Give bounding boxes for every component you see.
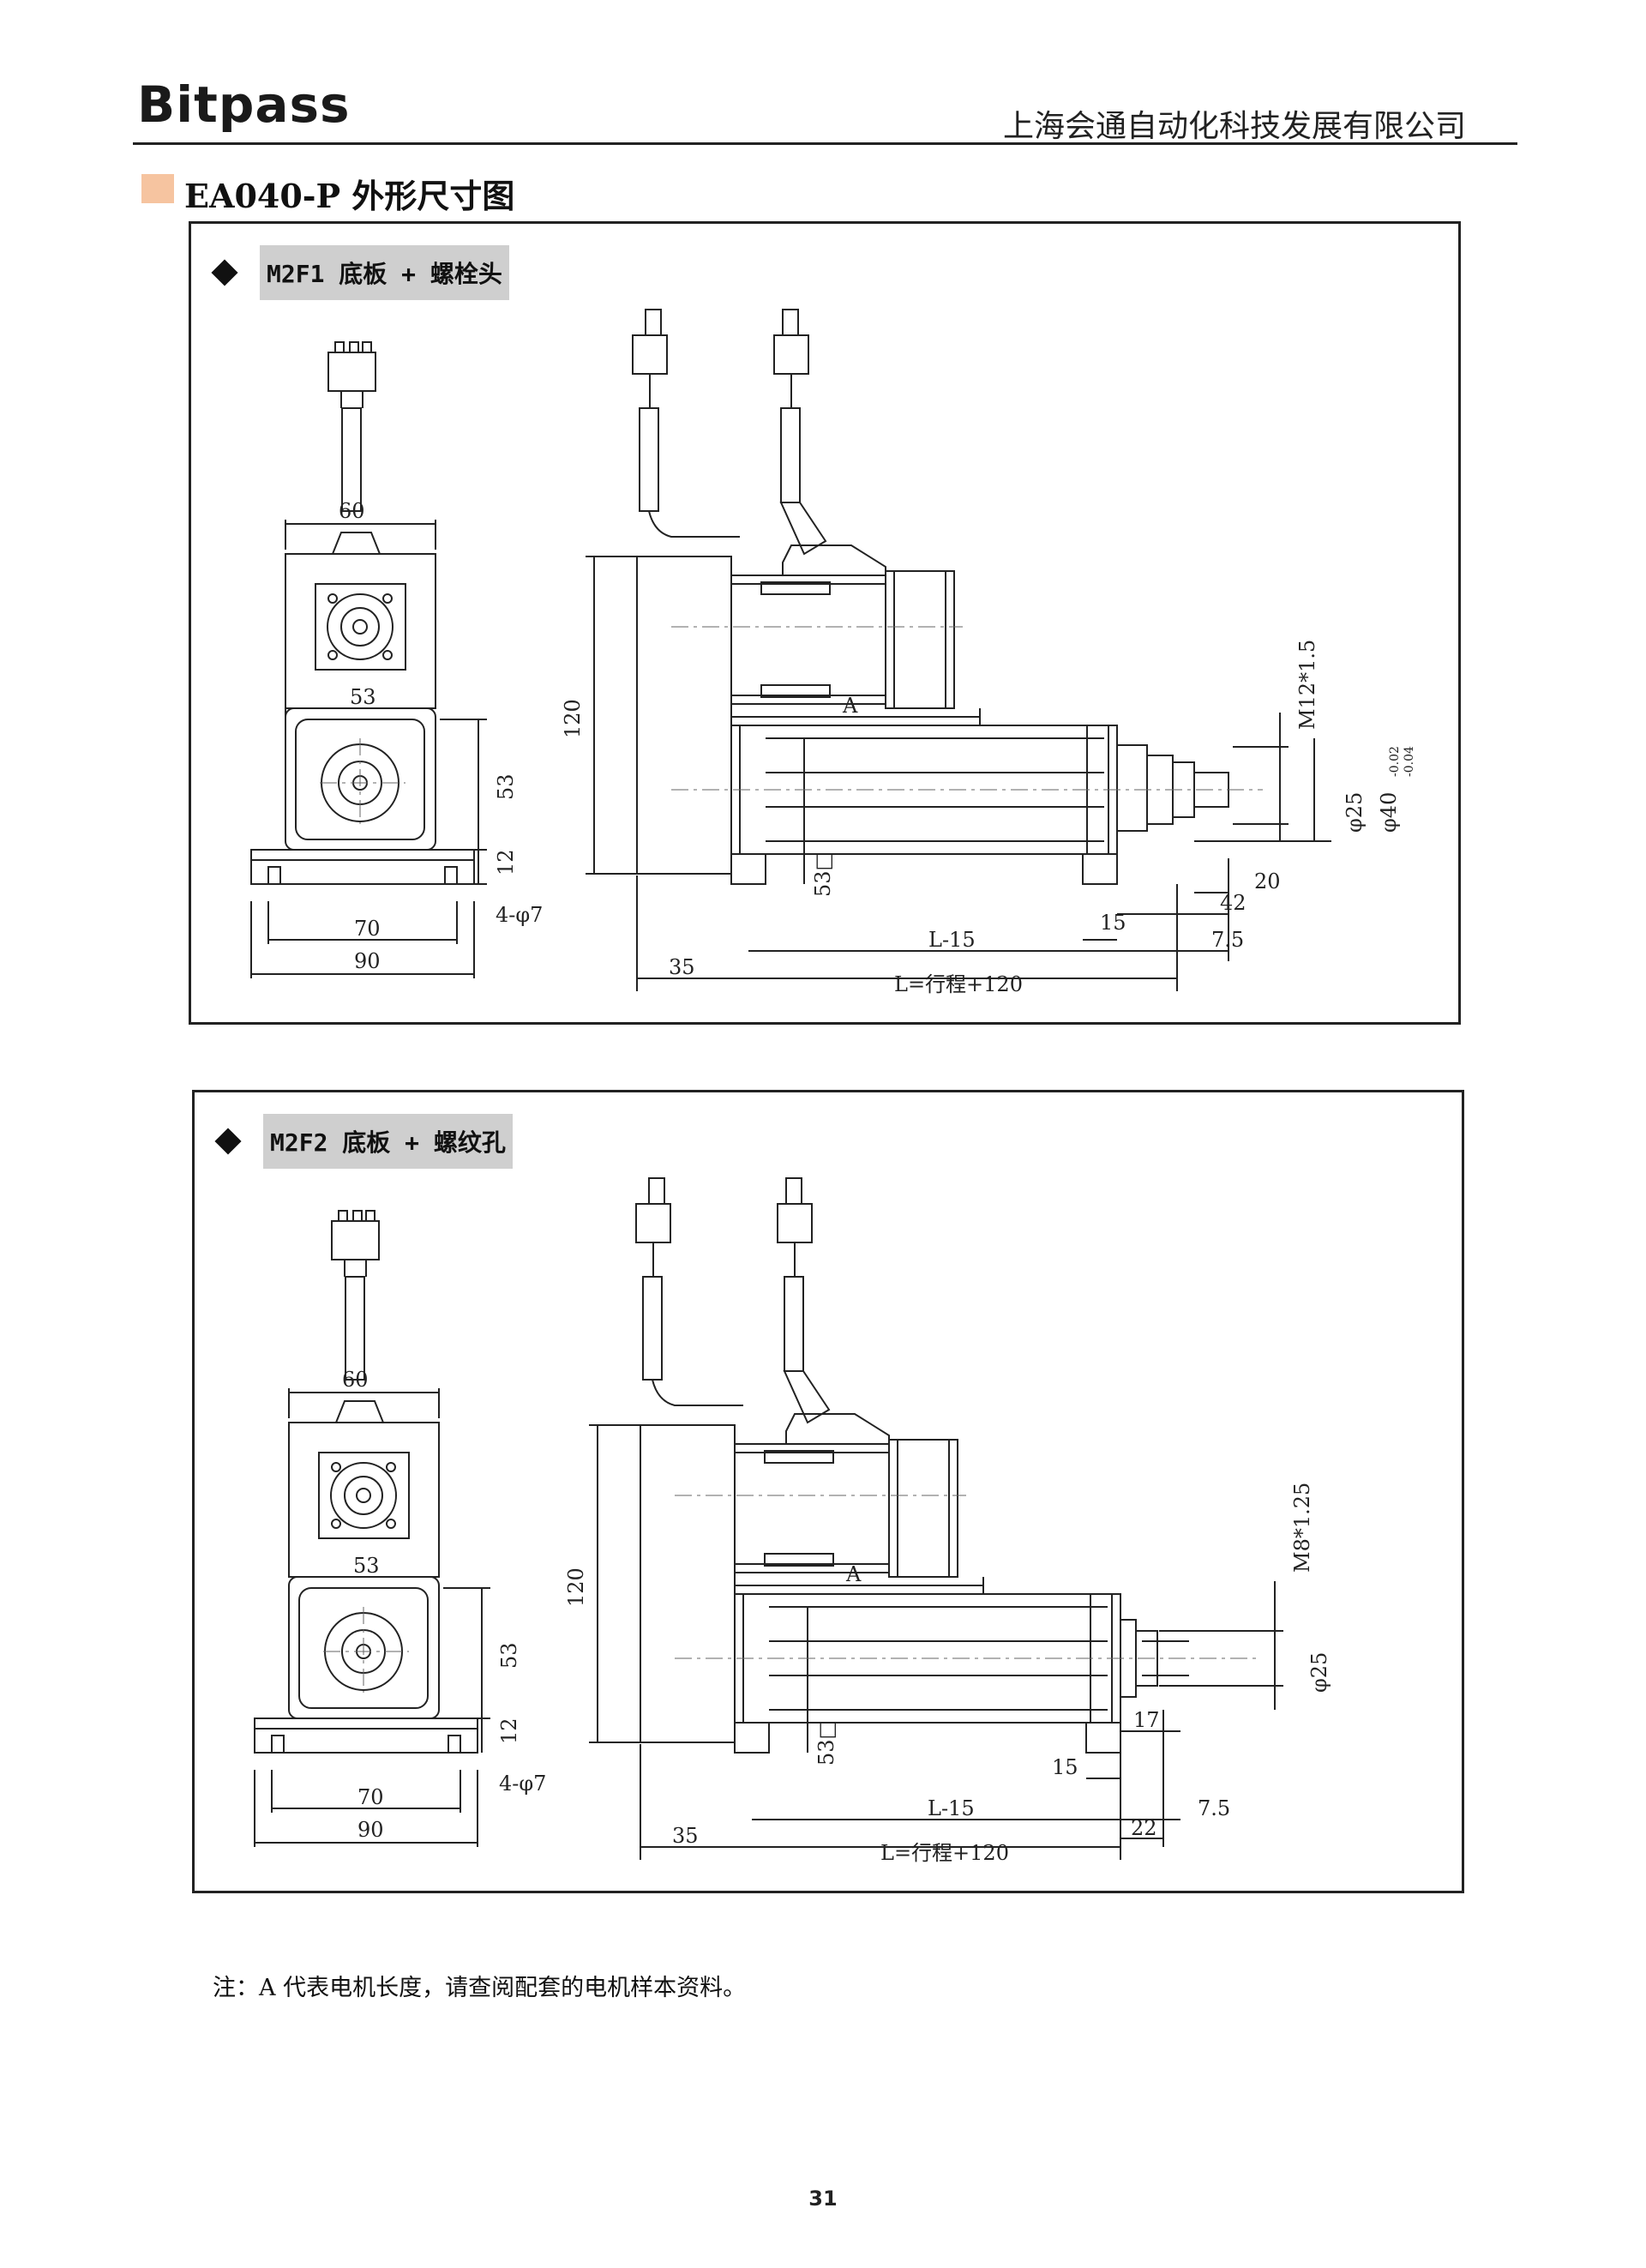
dim-foot: 15 <box>1100 911 1126 935</box>
section-title: EA040-P 外形尺寸图 <box>184 177 515 215</box>
dim-top-width: 60 <box>342 1368 369 1392</box>
dim-end-length: 17 <box>1133 1708 1160 1732</box>
company-name: 上海会通自动化科技发展有限公司 <box>1002 109 1466 144</box>
dim-base-inner: 70 <box>357 1785 384 1809</box>
dim-front: 35 <box>672 1824 699 1848</box>
dim-body-width: 53 <box>353 1554 380 1578</box>
dim-base-outer: 90 <box>354 949 381 973</box>
dim-square: 53□ <box>814 1720 838 1766</box>
figure-label: M2F2 底板 + 螺纹孔 <box>263 1114 513 1169</box>
figure-heading: M2F2 底板 + 螺纹孔 <box>214 1114 513 1169</box>
dim-thread: M8*1.25 <box>1290 1483 1314 1573</box>
dim-end-length: 20 <box>1254 869 1281 893</box>
footnote: 注：A 代表电机长度，请查阅配套的电机样本资料。 <box>213 1975 747 2001</box>
dim-body-height: 53 <box>497 1642 521 1669</box>
dim-shaft-diameter: φ25 <box>1307 1652 1331 1693</box>
dim-holes: 4-φ7 <box>496 903 543 927</box>
dim-tolerance-lower: -0.04 <box>1403 746 1416 777</box>
dim-height: 120 <box>561 699 585 738</box>
dim-total-length: L=行程+120 <box>894 972 1023 996</box>
dim-front: 35 <box>669 955 695 979</box>
dim-thread: M12*1.5 <box>1295 640 1319 730</box>
dim-end-total: 42 <box>1220 891 1247 915</box>
brand-logo: Bitpass <box>137 75 351 134</box>
dim-height: 120 <box>564 1567 588 1607</box>
dim-body-length: L-15 <box>928 928 976 952</box>
header-divider <box>133 142 1517 145</box>
dim-body-width: 53 <box>350 685 376 709</box>
dim-offset: 7.5 <box>1211 928 1244 952</box>
dim-foot: 15 <box>1052 1755 1078 1779</box>
dim-base-outer: 90 <box>357 1818 384 1842</box>
dim-motor-length: A <box>842 694 858 718</box>
page-number: 31 <box>808 2187 838 2211</box>
dim-base-inner: 70 <box>354 917 381 941</box>
dim-tolerance-upper: -0.02 <box>1388 746 1402 777</box>
drawing-panel-m2f1: M2F1 底板 + 螺栓头 <box>189 221 1461 1025</box>
technical-drawing-m2f2: 60 53 53 12 4-φ7 70 90 120 A M8*1.25 φ25… <box>254 1177 1331 1865</box>
figure-label: M2F1 底板 + 螺栓头 <box>260 245 509 300</box>
technical-drawing-m2f1: 60 53 53 12 4-φ7 70 90 120 A M12*1.5 φ25… <box>250 309 1416 996</box>
drawing-panel-m2f2: M2F2 底板 + 螺纹孔 <box>192 1090 1464 1893</box>
dim-shaft-diameter: φ25 <box>1343 792 1367 833</box>
section-marker-icon <box>141 174 174 203</box>
dim-square: 53□ <box>811 851 835 897</box>
dim-base-height: 12 <box>497 1718 521 1744</box>
dim-holes: 4-φ7 <box>499 1772 546 1796</box>
dim-motor-length: A <box>845 1562 862 1586</box>
dim-end-total: 22 <box>1131 1816 1157 1840</box>
dim-base-height: 12 <box>494 849 518 875</box>
dim-offset: 7.5 <box>1198 1796 1230 1820</box>
dim-body-height: 53 <box>494 773 518 800</box>
figure-heading: M2F1 底板 + 螺栓头 <box>211 245 509 300</box>
dim-body-length: L-15 <box>928 1796 975 1820</box>
dim-total-length: L=行程+120 <box>880 1841 1009 1865</box>
dim-flange-diameter: φ40 <box>1377 792 1401 833</box>
dim-top-width: 60 <box>339 499 365 523</box>
